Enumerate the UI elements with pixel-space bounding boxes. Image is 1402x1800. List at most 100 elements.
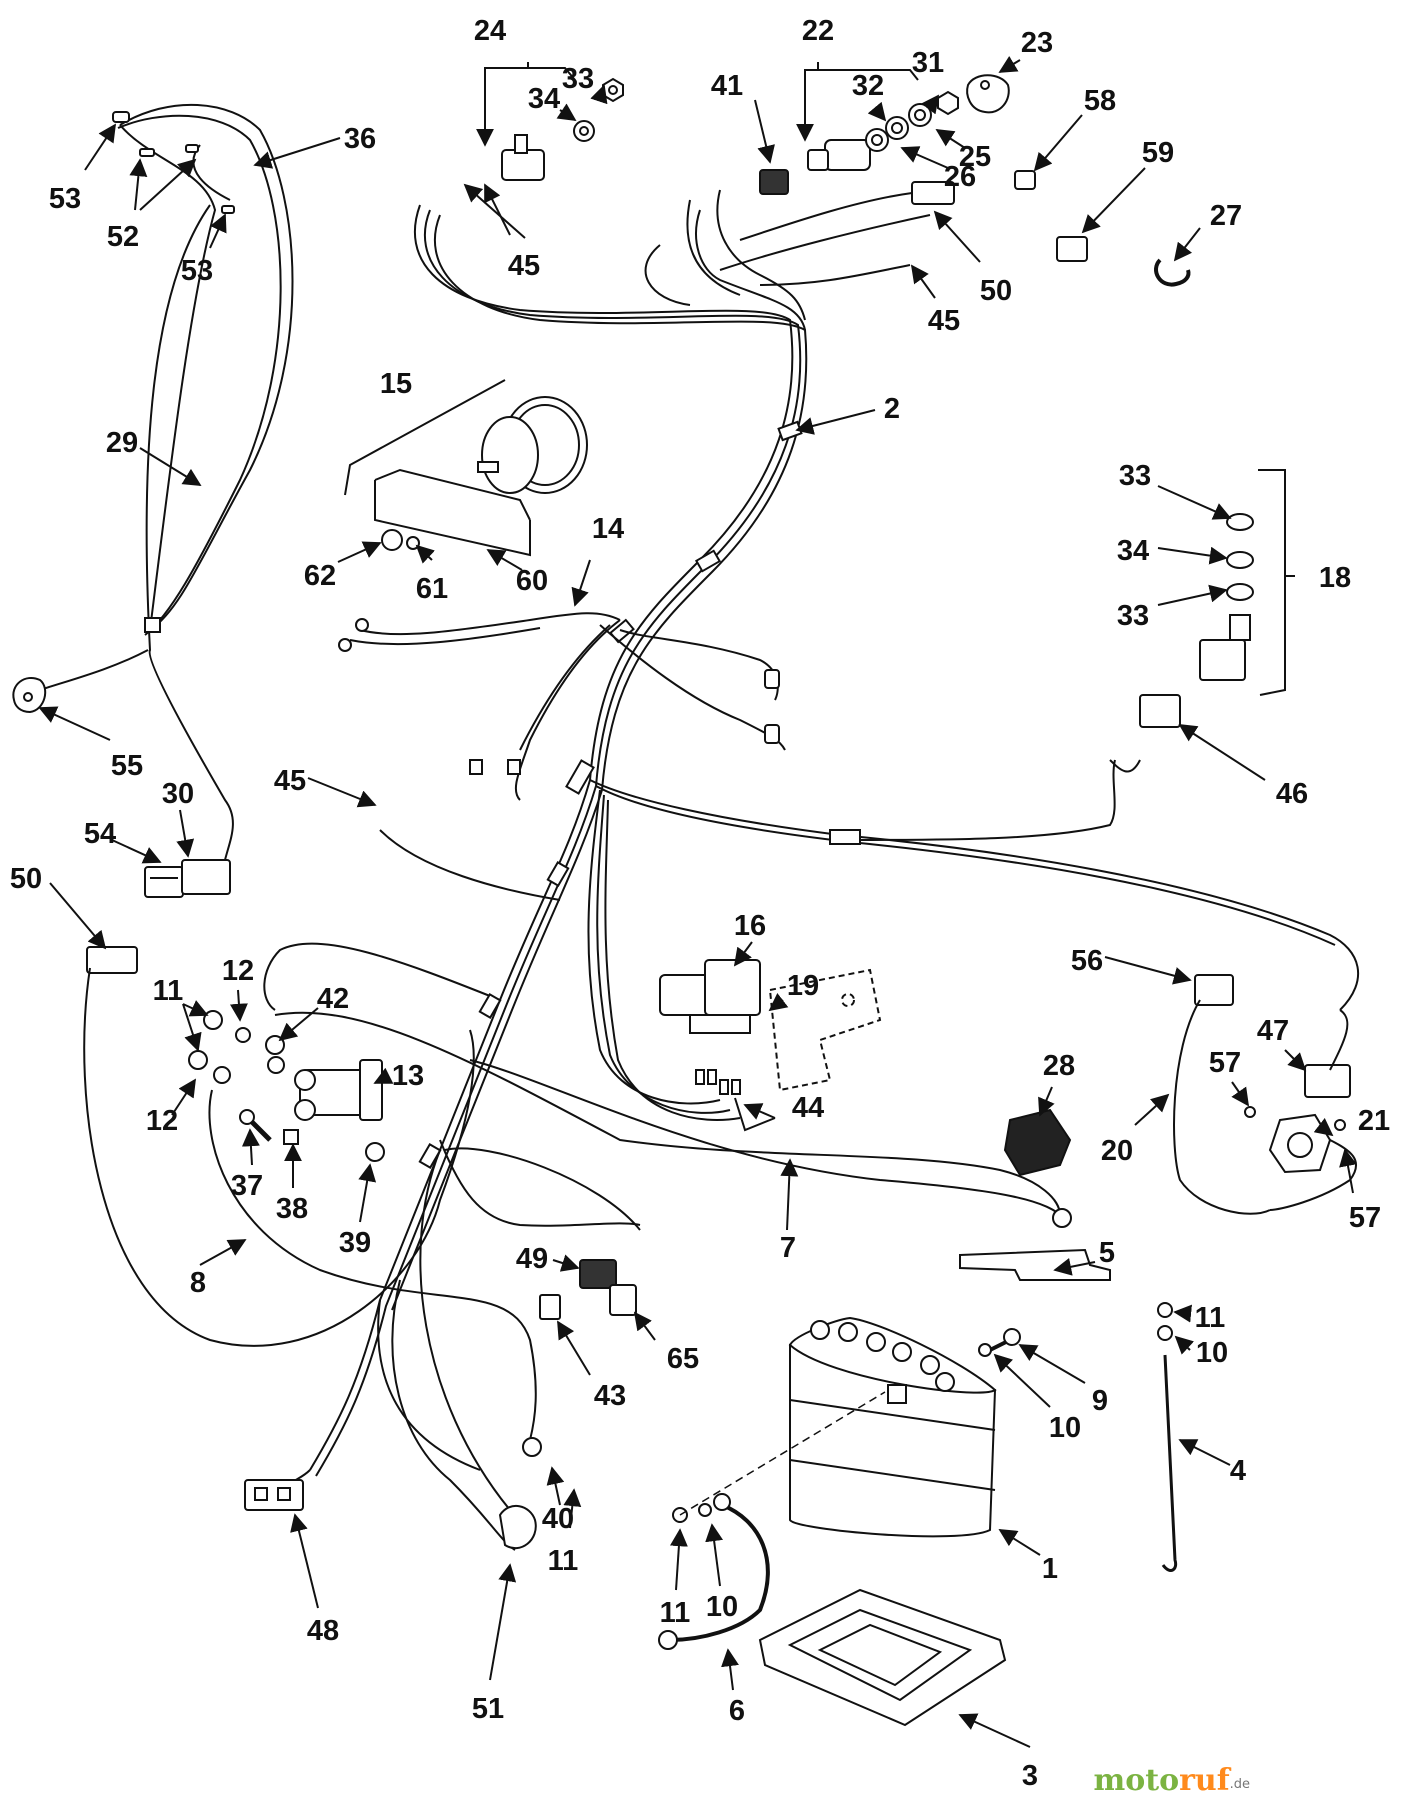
fuse-holder-49	[579, 1259, 617, 1289]
connector-41	[759, 169, 789, 195]
callout-19: 19	[787, 970, 819, 1002]
callout-58: 58	[1084, 85, 1116, 117]
callout-10: 10	[1049, 1412, 1081, 1444]
callout-27: 27	[1210, 200, 1242, 232]
connectors-44	[695, 1069, 741, 1095]
callout-48: 48	[307, 1615, 339, 1647]
callout-45: 45	[508, 250, 540, 282]
callout-45: 45	[928, 305, 960, 337]
callout-1: 1	[1042, 1553, 1058, 1585]
lower-main-harness	[263, 759, 1359, 1551]
part-27	[1154, 258, 1191, 287]
callout-10: 10	[1196, 1337, 1228, 1369]
connector-48	[244, 1469, 311, 1511]
callout-34: 34	[528, 83, 560, 115]
cable-8	[208, 1089, 537, 1441]
callout-32: 32	[852, 70, 884, 102]
callout-22: 22	[802, 15, 834, 47]
callout-4: 4	[1230, 1455, 1246, 1487]
callout-29: 29	[106, 427, 138, 459]
cable-7	[274, 1011, 1061, 1216]
part-58	[1014, 170, 1036, 190]
callout-12: 12	[146, 1105, 178, 1137]
callout-51: 51	[472, 1693, 504, 1725]
callout-60: 60	[516, 565, 548, 597]
switch-24	[501, 77, 624, 181]
callout-39: 39	[339, 1227, 371, 1259]
callout-33: 33	[1117, 600, 1149, 632]
fuse-43	[539, 1294, 561, 1320]
callout-25: 25	[959, 141, 991, 173]
callout-3: 3	[1022, 1760, 1038, 1792]
callout-53: 53	[49, 183, 81, 215]
callout-54: 54	[84, 818, 116, 850]
callout-11: 11	[660, 1597, 691, 1629]
callout-9: 9	[1092, 1385, 1108, 1417]
callout-11: 11	[548, 1545, 579, 1577]
watermark-suffix: .de	[1230, 1777, 1250, 1792]
callout-45: 45	[274, 765, 306, 797]
callout-43: 43	[594, 1380, 626, 1412]
callout-36: 36	[344, 123, 376, 155]
callout-50: 50	[10, 863, 42, 895]
plate-19	[768, 968, 882, 1092]
callout-16: 16	[734, 910, 766, 942]
callout-65: 65	[667, 1343, 699, 1375]
connector-47	[1304, 1009, 1351, 1098]
callout-23: 23	[1021, 27, 1053, 59]
callout-56: 56	[1071, 945, 1103, 977]
callout-59: 59	[1142, 137, 1174, 169]
callout-31: 31	[912, 47, 944, 79]
hardware-cluster	[188, 1010, 385, 1162]
solenoid-13	[294, 1059, 383, 1121]
callout-13: 13	[392, 1060, 424, 1092]
callout-55: 55	[111, 750, 143, 782]
watermark-part1: moto	[1093, 1763, 1179, 1798]
harness-29	[39, 103, 294, 861]
connector-46	[1109, 694, 1181, 773]
callout-38: 38	[276, 1193, 308, 1225]
cable-51	[419, 1149, 511, 1511]
callout-10: 10	[706, 1591, 738, 1623]
boot-28	[1003, 1108, 1072, 1177]
connector-30-54	[144, 859, 231, 898]
switch-21	[1244, 1106, 1357, 1211]
bracket-5	[959, 1248, 1111, 1281]
callout-8: 8	[190, 1267, 206, 1299]
callout-33: 33	[562, 63, 594, 95]
callout-62: 62	[304, 560, 336, 592]
watermark: motoruf.de	[1093, 1763, 1250, 1798]
watermark-part2: ruf	[1179, 1763, 1232, 1798]
relay-16	[659, 959, 761, 1034]
battery-1	[788, 1316, 997, 1538]
callout-26: 26	[944, 161, 976, 193]
switch-18	[1199, 469, 1286, 696]
key-switch-22	[807, 74, 1010, 171]
connector-50-left	[83, 946, 475, 1347]
callout-49: 49	[516, 1243, 548, 1275]
callout-61: 61	[416, 573, 448, 605]
callout-47: 47	[1257, 1015, 1289, 1047]
callout-5: 5	[1099, 1237, 1115, 1269]
bolt-9	[978, 1328, 1021, 1357]
callout-11: 11	[1195, 1302, 1226, 1334]
callout-33: 33	[1119, 460, 1151, 492]
callout-57: 57	[1209, 1047, 1241, 1079]
connector-56	[1173, 974, 1271, 1215]
callout-2: 2	[884, 393, 900, 425]
main-harness-2	[414, 189, 931, 791]
callout-15: 15	[380, 368, 412, 400]
callout-11: 11	[153, 975, 184, 1007]
harness-14	[338, 612, 786, 801]
callout-50: 50	[980, 275, 1012, 307]
callout-28: 28	[1043, 1050, 1075, 1082]
rod-4	[1157, 1302, 1178, 1572]
callout-24: 24	[474, 15, 506, 47]
callout-6: 6	[729, 1695, 745, 1727]
connector-50-top	[739, 181, 955, 241]
callout-57: 57	[1349, 1202, 1381, 1234]
callout-52: 52	[107, 221, 139, 253]
callout-7: 7	[780, 1232, 796, 1264]
part-59	[1056, 236, 1088, 262]
callout-37: 37	[231, 1170, 263, 1202]
